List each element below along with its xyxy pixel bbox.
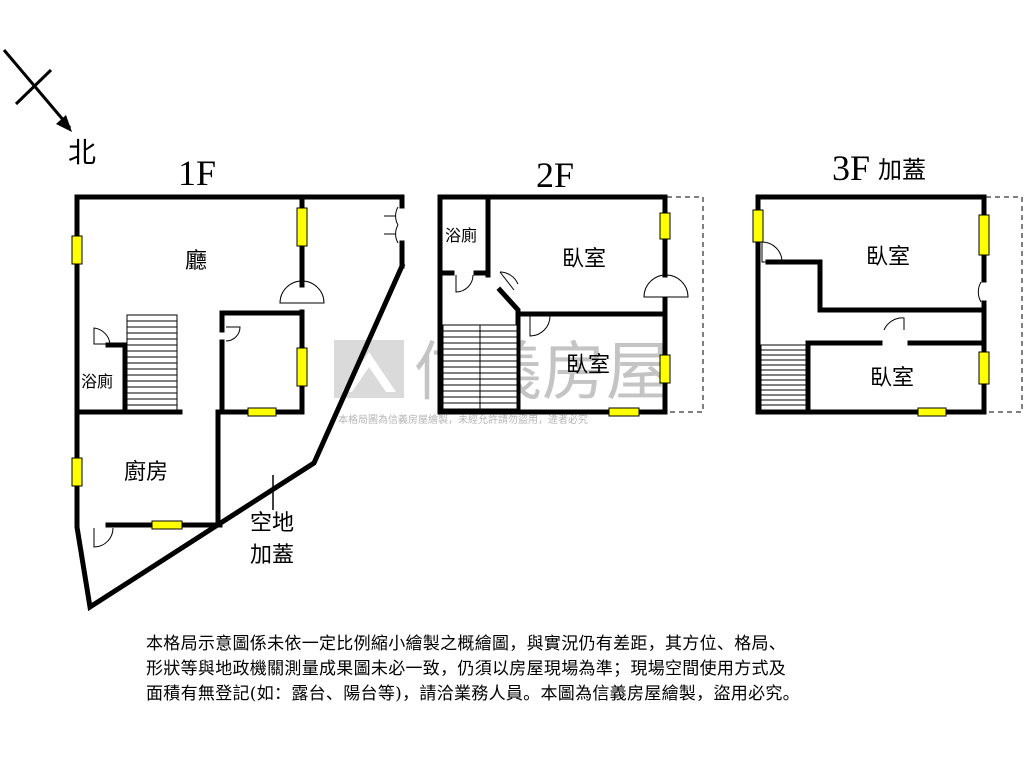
room-bathroom-2f: 浴廁: [445, 226, 477, 245]
room-bedroom-3f-b: 臥室: [870, 366, 914, 391]
floor-3f-suffix: 加蓋: [878, 156, 926, 184]
disclaimer-line-3: 面積有無登記(如：露台、陽台等)，請洽業務人員。本圖為信義房屋繪製，盜用必究。: [146, 684, 800, 704]
open-space-line2: 加蓋: [250, 543, 294, 568]
room-bedroom-2f-b: 臥室: [566, 353, 610, 378]
watermark-logo: [334, 340, 404, 398]
floor-3f-stairs: [760, 344, 807, 411]
floor-1f-walls: [74, 194, 406, 612]
floor-3f-windows: [752, 209, 990, 417]
floor-2f-walls: [437, 194, 668, 415]
disclaimer-line-2: 形狀等與地政機關測量成果圖未必一致，仍須以房屋現場為準；現場空間使用方式及: [146, 659, 787, 679]
floor-3f-title: 3F: [832, 148, 870, 188]
floor-2f-balcony-outline: [667, 196, 704, 413]
watermark-caption: 本格局圖為信義房屋繪製，未經允許請勿盜用，違者必究: [338, 413, 588, 426]
open-space-line1: 空地: [250, 511, 294, 536]
disclaimer-note: 本格局示意圖係未依一定比例縮小繪製之概繪圖，與實況仍有差距，其方位、格局、 形狀…: [146, 632, 1006, 707]
compass-label: 北: [68, 136, 96, 169]
floor-3f-balcony-outline: [986, 196, 1023, 413]
floor-2f-stairs: [442, 324, 518, 411]
room-kitchen: 廚房: [124, 460, 168, 485]
disclaimer-line-1: 本格局示意圖係未依一定比例縮小繪製之概繪圖，與實況仍有差距，其方位、格局、: [146, 634, 787, 654]
floor-3f-doors: [761, 241, 982, 331]
room-living-room: 廳: [185, 249, 207, 274]
floor-2f-title: 2F: [536, 155, 574, 195]
floor-2f-doors: [455, 271, 689, 337]
room-bathroom-1f: 浴廁: [81, 372, 113, 391]
north-arrow-icon: [2, 49, 72, 132]
floor-1f-windows: [71, 207, 308, 530]
floor-1f-title: 1F: [178, 153, 216, 193]
floor-1f-stairs: [126, 314, 178, 411]
floor-1f-doors: [93, 206, 399, 548]
room-bedroom-3f-a: 臥室: [866, 245, 910, 270]
room-bedroom-2f-a: 臥室: [562, 247, 606, 272]
floor-2f-windows: [608, 212, 671, 417]
